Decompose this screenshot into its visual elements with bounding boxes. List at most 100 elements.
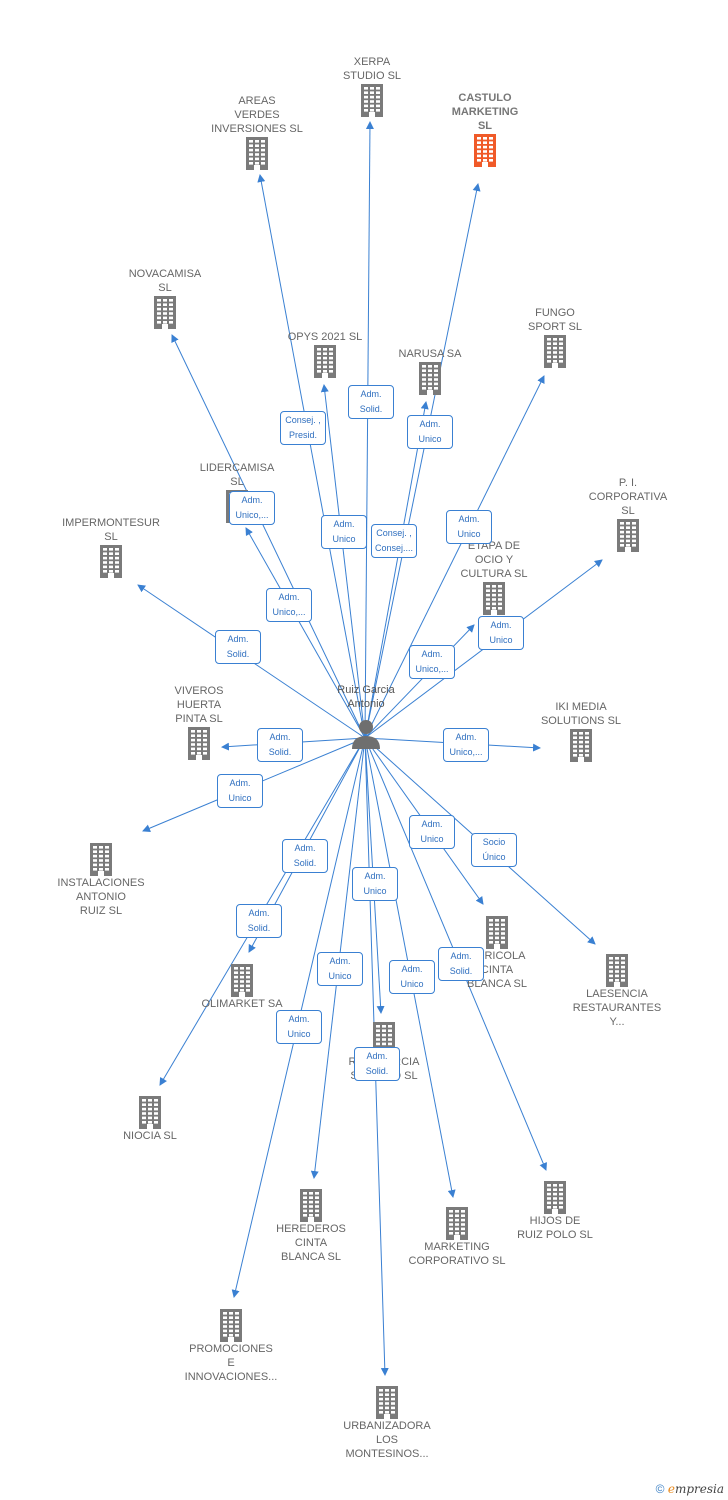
building-icon bbox=[231, 964, 253, 997]
company-label: LIDERCAMISA SL bbox=[199, 462, 275, 488]
company-node-viveros[interactable]: VIVEROS HUERTA PINTA SL bbox=[134, 684, 264, 762]
company-label: ETAPA DE OCIO Y CULTURA SL bbox=[460, 540, 528, 580]
copyright-symbol: © bbox=[655, 1482, 665, 1496]
company-node-impermontesur[interactable]: IMPERMONTESUR SL bbox=[46, 516, 176, 580]
building-icon bbox=[100, 545, 122, 578]
company-node-iki[interactable]: IKI MEDIA SOLUTIONS SL bbox=[516, 700, 646, 764]
company-node-instalaciones[interactable]: INSTALACIONES ANTONIO RUIZ SL bbox=[36, 840, 166, 918]
role-badge-castulo[interactable]: Adm. Unico bbox=[407, 415, 453, 449]
link-line-castulo bbox=[364, 183, 481, 739]
company-label: OPYS 2021 SL bbox=[287, 331, 363, 343]
person-name: Ruiz Garcia Antonio bbox=[337, 684, 395, 710]
company-node-niocia[interactable]: NIOCIA SL bbox=[85, 1093, 215, 1143]
building-icon bbox=[486, 916, 508, 949]
role-badge-ruizgarcia[interactable]: Adm. Unico bbox=[352, 867, 398, 901]
building-icon bbox=[570, 729, 592, 762]
company-label: IKI MEDIA SOLUTIONS SL bbox=[540, 701, 622, 727]
company-node-laesencia[interactable]: LAESENCIA RESTAURANTES Y... bbox=[552, 951, 682, 1029]
role-badge-pi[interactable]: Adm. Unico bbox=[478, 616, 524, 650]
building-icon bbox=[246, 137, 268, 170]
company-label: NOVACAMISA SL bbox=[128, 268, 202, 294]
company-label: XERPA STUDIO SL bbox=[342, 56, 402, 82]
link-line-novacamisa bbox=[171, 334, 366, 739]
role-badge-laesencia[interactable]: Socio Único bbox=[471, 833, 517, 867]
company-label: P. I. CORPORATIVA SL bbox=[588, 477, 668, 517]
company-label: NARUSA SA bbox=[398, 348, 462, 360]
role-badge-iki[interactable]: Adm. Unico,... bbox=[443, 728, 489, 762]
company-node-xerpa[interactable]: XERPA STUDIO SL bbox=[307, 55, 437, 119]
company-node-pi[interactable]: P. I. CORPORATIVA SL bbox=[563, 476, 693, 554]
company-label: LAESENCIA RESTAURANTES Y... bbox=[572, 988, 662, 1028]
role-badge-etapa[interactable]: Adm. Unico,... bbox=[409, 645, 455, 679]
company-node-etapa[interactable]: ETAPA DE OCIO Y CULTURA SL bbox=[429, 539, 559, 617]
role-badge-lidercamisa[interactable]: Adm. Unico,... bbox=[229, 491, 275, 525]
company-node-novacamisa[interactable]: NOVACAMISA SL bbox=[100, 267, 230, 331]
role-badge-urbanizadora[interactable]: Adm. Solid. bbox=[354, 1047, 400, 1081]
building-icon bbox=[139, 1096, 161, 1129]
role-badge-agricola[interactable]: Adm. Unico bbox=[409, 815, 455, 849]
link-line-opys bbox=[320, 384, 366, 739]
building-icon bbox=[361, 84, 383, 117]
role-badge-olimarket[interactable]: Adm. Solid. bbox=[282, 839, 328, 873]
company-node-marketing[interactable]: MARKETING CORPORATIVO SL bbox=[392, 1204, 522, 1268]
link-line-xerpa bbox=[364, 121, 374, 739]
building-icon bbox=[474, 134, 496, 167]
company-node-olimarket[interactable]: OLIMARKET SA bbox=[177, 961, 307, 1011]
company-node-narusa[interactable]: NARUSA SA bbox=[365, 347, 495, 397]
role-badge-viveros[interactable]: Adm. Solid. bbox=[257, 728, 303, 762]
company-label: HEREDEROS CINTA BLANCA SL bbox=[276, 1223, 346, 1263]
building-icon bbox=[544, 335, 566, 368]
company-label: HIJOS DE RUIZ POLO SL bbox=[517, 1215, 593, 1241]
company-node-promociones[interactable]: PROMOCIONES E INNOVACIONES... bbox=[166, 1306, 296, 1384]
role-badge-xerpa[interactable]: Adm. Solid. bbox=[348, 385, 394, 419]
company-label: CASTULO MARKETING SL bbox=[451, 92, 519, 132]
role-badge-niocia[interactable]: Adm. Solid. bbox=[236, 904, 282, 938]
role-badge-fungo[interactable]: Adm. Unico bbox=[446, 510, 492, 544]
building-icon bbox=[544, 1181, 566, 1214]
role-badge-hijos[interactable]: Adm. Solid. bbox=[438, 947, 484, 981]
company-label: AREAS VERDES INVERSIONES SL bbox=[211, 95, 303, 135]
building-icon bbox=[220, 1309, 242, 1342]
company-label: INSTALACIONES ANTONIO RUIZ SL bbox=[57, 877, 145, 917]
building-icon bbox=[483, 582, 505, 615]
company-label: URBANIZADORA LOS MONTESINOS... bbox=[343, 1420, 431, 1460]
link-line-etapa bbox=[364, 624, 475, 739]
building-icon bbox=[446, 1207, 468, 1240]
link-line-fungo bbox=[364, 375, 545, 739]
company-node-urbanizadora[interactable]: URBANIZADORA LOS MONTESINOS... bbox=[322, 1383, 452, 1461]
company-node-fungo[interactable]: FUNGO SPORT SL bbox=[490, 306, 620, 370]
building-icon bbox=[376, 1386, 398, 1419]
building-icon bbox=[188, 727, 210, 760]
company-node-areas[interactable]: AREAS VERDES INVERSIONES SL bbox=[192, 94, 322, 172]
role-badge-herederos[interactable]: Adm. Unico bbox=[317, 952, 363, 986]
building-icon bbox=[90, 843, 112, 876]
company-node-hijos[interactable]: HIJOS DE RUIZ POLO SL bbox=[490, 1178, 620, 1242]
link-line-narusa bbox=[364, 401, 429, 739]
company-label: FUNGO SPORT SL bbox=[527, 307, 582, 333]
role-badge-areas[interactable]: Consej. , Presid. bbox=[280, 411, 326, 445]
building-icon bbox=[314, 345, 336, 378]
company-node-opys[interactable]: OPYS 2021 SL bbox=[260, 330, 390, 380]
person-icon bbox=[352, 720, 380, 749]
role-badge-marketing[interactable]: Adm. Unico bbox=[389, 960, 435, 994]
company-label: NIOCIA SL bbox=[123, 1130, 177, 1142]
building-icon bbox=[419, 362, 441, 395]
company-node-herederos[interactable]: HEREDEROS CINTA BLANCA SL bbox=[246, 1186, 376, 1264]
footer-brand: © empresia bbox=[656, 1482, 724, 1496]
role-badge-impermontesur[interactable]: Adm. Solid. bbox=[215, 630, 261, 664]
link-line-lidercamisa bbox=[245, 527, 366, 739]
building-icon bbox=[606, 954, 628, 987]
brand-logo: empresia bbox=[667, 1482, 724, 1496]
company-node-castulo[interactable]: CASTULO MARKETING SL bbox=[420, 91, 550, 169]
link-line-areas bbox=[257, 174, 366, 739]
role-badge-narusa[interactable]: Consej. , Consej.... bbox=[371, 524, 418, 558]
role-badge-promociones[interactable]: Adm. Unico bbox=[276, 1010, 322, 1044]
person-node[interactable]: Ruiz Garcia Antonio bbox=[321, 683, 411, 751]
company-label: IMPERMONTESUR SL bbox=[62, 517, 160, 543]
building-icon bbox=[154, 296, 176, 329]
company-label: MARKETING CORPORATIVO SL bbox=[408, 1241, 506, 1267]
role-badge-opys[interactable]: Adm. Unico bbox=[321, 515, 367, 549]
role-badge-novacamisa[interactable]: Adm. Unico,... bbox=[266, 588, 312, 622]
company-label: PROMOCIONES E INNOVACIONES... bbox=[184, 1343, 278, 1383]
role-badge-instalaciones[interactable]: Adm. Unico bbox=[217, 774, 263, 808]
